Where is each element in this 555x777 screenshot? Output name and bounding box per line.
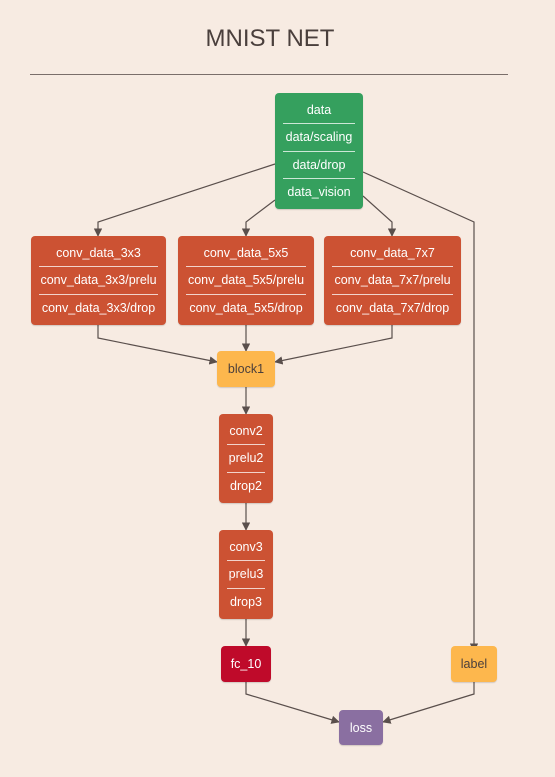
node-loss-label: loss (349, 720, 373, 735)
node-conv-data-5x5-row-3: conv_data_5x5/drop (189, 300, 303, 315)
node-conv-data-3x3-row-3: conv_data_3x3/drop (41, 300, 156, 315)
node-conv2-row-3: drop2 (230, 478, 262, 493)
edge-conv3x3-block1 (97, 325, 218, 365)
node-block1[interactable]: block1 (217, 351, 275, 387)
diagram-title: MNIST NET (205, 25, 335, 52)
node-data-row-4: data_vision (287, 184, 351, 199)
node-conv3[interactable]: conv3 prelu3 drop3 (219, 530, 273, 619)
node-conv-data-7x7-row-1: conv_data_7x7 (350, 246, 435, 261)
edge-data-conv5x5 (241, 199, 276, 237)
node-fc-10-label: fc_10 (230, 657, 262, 671)
edge-label-loss (382, 682, 475, 724)
node-fc-10[interactable]: fc_10 (221, 646, 271, 682)
node-conv-data-5x5[interactable]: conv_data_5x5 conv_data_5x5/prelu conv_d… (178, 236, 314, 325)
node-label-label: label (460, 657, 488, 671)
edge-data-label (362, 171, 479, 652)
node-data-row-1: data (306, 103, 332, 118)
node-conv2-row-2: prelu2 (228, 451, 264, 466)
node-conv3-row-2: prelu3 (228, 567, 264, 582)
node-conv-data-5x5-row-1: conv_data_5x5 (203, 246, 289, 261)
node-conv-data-3x3[interactable]: conv_data_3x3 conv_data_3x3/prelu conv_d… (31, 236, 166, 325)
edge-data-conv3x3 (93, 163, 276, 237)
node-conv2[interactable]: conv2 prelu2 drop2 (219, 414, 273, 503)
node-conv3-row-3: drop3 (230, 594, 262, 609)
edge-conv7x7-block1 (274, 325, 393, 365)
node-conv2-row-1: conv2 (229, 424, 263, 439)
edge-data-conv7x7 (362, 195, 397, 237)
node-conv-data-7x7-row-3: conv_data_7x7/drop (335, 300, 450, 315)
node-data[interactable]: data data/scaling data/drop data_vision (275, 93, 363, 209)
node-loss[interactable]: loss (339, 710, 383, 745)
node-label[interactable]: label (451, 646, 497, 682)
node-conv3-row-1: conv3 (229, 540, 263, 555)
edge-fc10-loss (245, 682, 340, 724)
node-conv-data-7x7-row-2: conv_data_7x7/prelu (334, 273, 451, 288)
node-data-row-2: data/scaling (285, 130, 353, 145)
node-conv-data-3x3-row-2: conv_data_3x3/prelu (40, 273, 157, 288)
title-divider (30, 74, 508, 75)
node-conv-data-3x3-row-1: conv_data_3x3 (56, 246, 141, 261)
node-conv-data-7x7[interactable]: conv_data_7x7 conv_data_7x7/prelu conv_d… (324, 236, 461, 325)
node-data-row-3: data/drop (292, 157, 346, 172)
node-conv-data-5x5-row-2: conv_data_5x5/prelu (187, 273, 305, 288)
node-block1-label: block1 (227, 362, 265, 376)
